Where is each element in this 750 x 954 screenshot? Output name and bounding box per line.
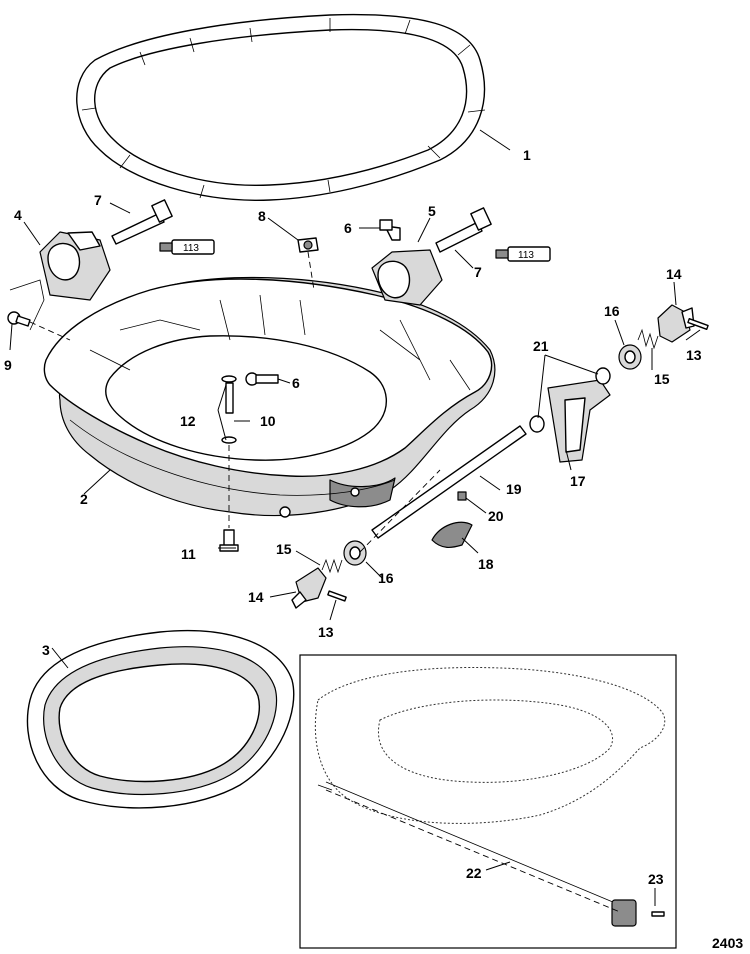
- callout-9: 9: [4, 357, 12, 373]
- figure-reference-number: 2403: [712, 935, 743, 951]
- pin-13-right: [687, 318, 709, 330]
- callout-5: 5: [428, 203, 436, 219]
- right-sealant-tube: 113: [495, 246, 551, 262]
- lever-17: [547, 379, 611, 463]
- callout-23: 23: [648, 871, 664, 887]
- callout-15-right: 15: [654, 371, 670, 387]
- callout-13-left: 13: [318, 624, 334, 640]
- callout-labels: 1 2 3 4 5 6 6 7 7 8 9 10 11 12 13 13 14 …: [4, 147, 702, 887]
- handle-14-right: [657, 304, 695, 343]
- bottom-seal-ring: [26, 629, 295, 809]
- callout-17: 17: [570, 473, 586, 489]
- callout-6-top: 6: [344, 220, 352, 236]
- callout-14-left: 14: [248, 589, 264, 605]
- callout-4: 4: [14, 207, 22, 223]
- right-tube-label: 113: [518, 250, 534, 261]
- right-bolt: [435, 207, 492, 253]
- bottom-cowl: [43, 276, 496, 518]
- callout-10: 10: [260, 413, 276, 429]
- callout-14-right: 14: [666, 266, 682, 282]
- left-tube-label: 113: [183, 243, 199, 254]
- callout-19: 19: [506, 481, 522, 497]
- callout-6-middle: 6: [292, 375, 300, 391]
- leader-lines: [9, 129, 701, 906]
- top-seal-ring: [76, 13, 486, 201]
- callout-1: 1: [523, 147, 531, 163]
- callout-3: 3: [42, 642, 50, 658]
- fitting-9: [7, 279, 45, 331]
- alignment-lines: [29, 251, 621, 913]
- bolt-6-middle: [245, 372, 279, 386]
- callout-16-left: 16: [378, 570, 394, 586]
- callout-7-left: 7: [94, 192, 102, 208]
- pin-10: [225, 382, 234, 414]
- bushing-16-right: [618, 344, 642, 370]
- bushing-21: [529, 367, 611, 433]
- callout-20: 20: [488, 508, 504, 524]
- callout-16-right: 16: [604, 303, 620, 319]
- handle-14-left: [291, 567, 327, 609]
- callout-21: 21: [533, 338, 549, 354]
- callout-2: 2: [80, 491, 88, 507]
- pin-13-left: [327, 590, 347, 602]
- callout-12: 12: [180, 413, 196, 429]
- screw-20: [457, 491, 467, 501]
- left-bolt: [111, 199, 173, 245]
- right-mount: [371, 249, 443, 306]
- spring-15-right: [637, 328, 659, 350]
- left-mount: [39, 231, 111, 301]
- callout-8: 8: [258, 208, 266, 224]
- inset-detail: [299, 654, 677, 949]
- callout-15-left: 15: [276, 541, 292, 557]
- left-sealant-tube: 113: [159, 239, 215, 255]
- callout-13-right: 13: [686, 347, 702, 363]
- arm-18: [431, 521, 473, 548]
- callout-22: 22: [466, 865, 482, 881]
- fitting-8: [297, 237, 319, 253]
- callout-18: 18: [478, 556, 494, 572]
- callout-7-right: 7: [474, 264, 482, 280]
- callout-11: 11: [181, 546, 196, 562]
- bolt-6-top: [379, 219, 401, 241]
- bushing-16-left: [343, 540, 367, 566]
- sensor-23: [611, 899, 665, 927]
- spring-15-left: [321, 558, 343, 574]
